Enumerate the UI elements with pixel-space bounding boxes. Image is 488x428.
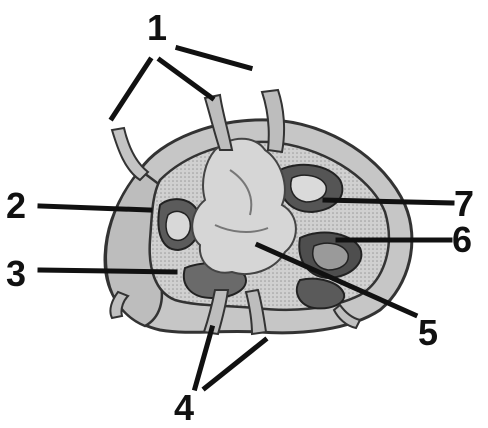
label-5: 5	[418, 312, 438, 353]
leader-4a	[195, 328, 212, 388]
lobule-left-inner	[166, 211, 190, 240]
leader-4b	[205, 340, 265, 388]
vessel-left	[112, 128, 148, 180]
leader-1a	[112, 60, 150, 118]
label-1: 1	[147, 7, 167, 48]
leader-7	[325, 200, 452, 203]
label-2: 2	[6, 185, 26, 226]
leader-1c	[178, 48, 250, 68]
label-3: 3	[6, 253, 26, 294]
lobule-top-right-inner	[291, 175, 326, 202]
leader-3	[40, 270, 175, 272]
lobule-right-inner	[313, 243, 348, 270]
label-4: 4	[174, 387, 194, 428]
label-7: 7	[454, 183, 474, 224]
leader-1b	[160, 60, 212, 98]
label-6: 6	[452, 219, 472, 260]
